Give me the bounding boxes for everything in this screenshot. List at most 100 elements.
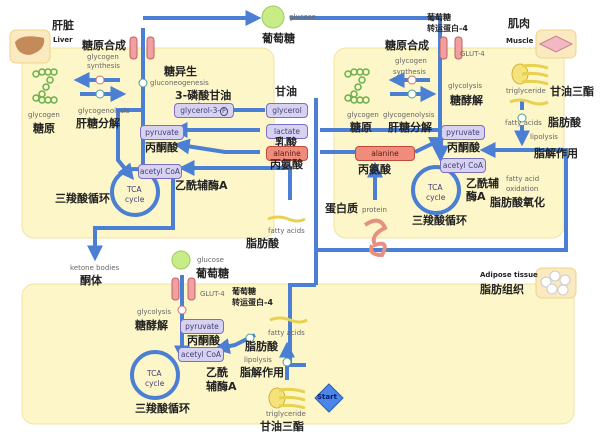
liver-tca-en1: TCA [127,185,142,194]
muscle-label-en: Muscle [506,37,534,45]
liver-tca-zh: 三羧酸循环 [55,192,110,205]
start-label[interactable]: Start [317,393,337,401]
blood-alanine-box: alanine [266,146,308,161]
liver-tca-en2: cycle [125,195,145,204]
liver-glycogen-chain [32,68,58,104]
blood-alanine-zh: 丙氨酸 [270,158,303,171]
adipose-triglyceride-zh: 甘油三酯 [260,420,304,433]
muscle-acetylcoa-box: acetyl CoA [440,158,486,173]
liver-gluconeogenesis-zh: 糖异生 [164,65,197,78]
muscle-icon [538,35,574,53]
liver-gluconeogenesis-en: gluconeogenesis [150,79,209,87]
muscle-glycogenolysis-en: glycogenolysis [383,111,435,119]
muscle-glycogen-chain [344,68,370,104]
adipose-acetylcoa-box: acetyl CoA [178,347,224,362]
muscle-protein-en: protein [362,206,387,214]
ketone-zh: 酮体 [80,274,102,287]
muscle-fatty-acids-zh: 脂肪酸 [548,116,581,129]
blood-glycerol-box: glycerol [266,103,308,118]
adipose-glycolysis-zh: 糖酵解 [135,319,168,332]
muscle-glycogen-synthesis-en1: glycogen [395,57,427,65]
glucose-circle-top [261,5,285,29]
adipose-tca-circle [130,350,180,400]
muscle-glycogen-synthesis-zh: 糖原合成 [385,39,429,52]
liver-glycerol3p-box: glycerol-3-P [174,103,234,118]
muscle-glut4-zh1: 葡萄糖 [427,13,451,22]
adipose-tca-en2: cycle [145,379,165,388]
muscle-lipolysis-en: lipolysis [530,133,558,141]
adipose-icon [540,270,571,296]
liver-glycogen-en: glycogen [28,111,60,119]
liver-glycogen-synthesis-en1: glycogen [87,53,119,61]
liver-label-zh: 肝脏 [52,19,74,32]
adipose-lipolysis-zh: 脂解作用 [240,366,284,379]
liver-acetylcoa-zh: 乙酰辅酶A [175,179,228,192]
liver-glycerol3p-en: glycerol-3- [180,106,221,115]
muscle-pyruvate-zh: 丙酮酸 [447,141,480,154]
glucose-circle-adipose [171,250,191,270]
muscle-glycogen-synthesis-en2: synthesis [393,68,426,76]
muscle-alanine-zh: 丙氨酸 [358,163,391,176]
ketone-en: ketone bodies [70,264,120,272]
liver-glycerol3p-zh: 3-磷酸甘油 [175,89,232,102]
blood-lactate-box: lactate [266,124,308,139]
adipose-fatty-acids-zh: 脂肪酸 [245,340,278,353]
adipose-panel [21,283,575,425]
blood-fatty-acids-zh: 脂肪酸 [246,237,279,250]
muscle-label-zh: 肌肉 [508,17,530,30]
adipose-acetylcoa-zh2: 辅酶A [206,380,237,393]
muscle-glycogen-en: glycogen [347,111,379,119]
muscle-tca-en1: TCA [428,183,443,192]
muscle-glut4-en: GLUT-4 [460,50,485,58]
muscle-fao-zh: 脂肪酸氧化 [490,196,545,209]
adipose-glucose-zh: 葡萄糖 [196,267,229,280]
adipose-triglyceride-icon [268,387,306,410]
adipose-fatty-acids-en: fatty acids [268,329,305,337]
adipose-acetylcoa-zh1: 乙酰 [206,366,228,379]
muscle-pyruvate-box: pyruvate [441,125,485,140]
muscle-triglyceride-icon [511,63,549,86]
adipose-tca-en1: TCA [147,369,162,378]
adipose-triglyceride-en: triglyceride [266,410,306,418]
adipose-fatty-acid-icon [269,316,308,324]
liver-glycogen-synthesis-zh: 糖原合成 [82,39,126,52]
adipose-glycolysis-en: glycolysis [137,308,171,316]
adipose-label-zh: 脂肪组织 [480,283,524,296]
muscle-glycolysis-en: glycolysis [448,82,482,90]
blood-glycerol-zh: 甘油 [275,85,297,98]
muscle-glut4-zh2: 转运蛋白-4 [427,24,468,33]
adipose-lipolysis-en: lipolysis [244,356,272,364]
muscle-alanine-box: alanine [355,146,415,161]
adipose-tca-zh: 三羧酸循环 [135,402,190,415]
muscle-tca-circle [411,165,461,215]
adipose-glut4-zh1: 葡萄糖 [232,287,256,296]
adipose-label-en: Adipose tissue [480,271,538,279]
liver-label-en: Liver [53,36,73,44]
muscle-glycogen-zh: 糖原 [350,121,372,134]
liver-glycogenolysis-zh: 肝糖分解 [76,117,120,130]
liver-pyruvate-zh: 丙酮酸 [145,141,178,154]
top-glucose-en: glucose [289,13,316,21]
muscle-fao-en2: oxidation [506,185,539,193]
start-diamond[interactable] [314,383,344,413]
protein-icon [363,218,388,258]
muscle-acetylcoa-zh1: 乙酰辅 [466,177,499,190]
muscle-fatty-acid-icon [509,98,549,106]
liver-glycogenolysis-en: glycogenolysis [78,107,130,115]
liver-tca-circle [110,167,160,217]
adipose-pyruvate-box: pyruvate [180,319,224,334]
muscle-tca-zh: 三羧酸循环 [412,214,467,227]
muscle-lipolysis-zh: 脂解作用 [534,147,578,160]
liver-acetylcoa-box: acetyl CoA [138,164,182,179]
liver-pyruvate-box: pyruvate [140,125,184,140]
adipose-pyruvate-zh: 丙酮酸 [187,334,220,347]
muscle-triglyceride-zh: 甘油三酯 [550,85,594,98]
adipose-glut4-zh2: 转运蛋白-4 [232,298,273,307]
muscle-glycogenolysis-zh: 肝糖分解 [388,121,432,134]
muscle-tca-en2: cycle [426,193,446,202]
adipose-glut4-en: GLUT-4 [200,290,225,298]
blood-fatty-acid-icon [267,215,306,223]
liver-glycogen-zh: 糖原 [33,122,55,135]
